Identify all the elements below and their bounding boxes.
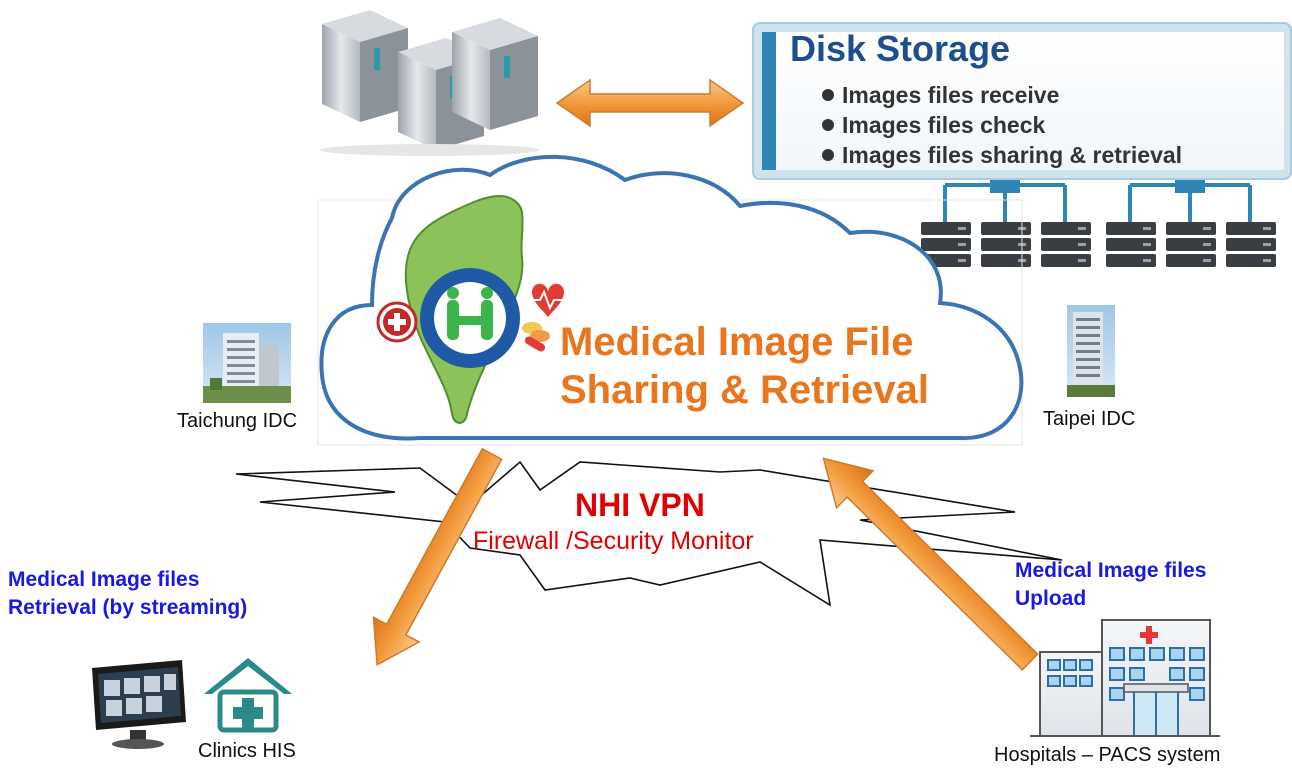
upload-arrow-icon — [822, 457, 1039, 671]
bullet-icon — [822, 119, 834, 131]
hospitals-pacs-label: Hospitals – PACS system — [994, 744, 1221, 766]
taipei-building-icon — [1067, 305, 1115, 397]
disk-storage-item-label: Images files sharing & retrieval — [842, 142, 1183, 168]
retrieval-arrow-icon — [372, 447, 503, 666]
disk-storage-item: Images files receive — [822, 80, 1182, 110]
disk-storage-panel: Disk Storage Images files receive Images… — [752, 22, 1292, 180]
clinics-his-label: Clinics HIS — [198, 740, 296, 762]
taichung-building-icon — [203, 323, 291, 403]
clinic-house-icon — [204, 658, 292, 733]
monitor-icon — [92, 660, 186, 749]
taipei-idc-label: Taipei IDC — [1043, 408, 1136, 430]
hospital-building-icon — [1030, 619, 1220, 737]
nhi-logo-icon — [376, 268, 564, 368]
retrieval-label-line2: Retrieval (by streaming) — [8, 596, 248, 619]
bullet-icon — [822, 89, 834, 101]
cloud-title: Medical Image File Sharing & Retrieval — [560, 318, 929, 414]
vpn-subtitle: Firewall /Security Monitor — [473, 527, 754, 555]
double-arrow-icon — [555, 78, 745, 128]
disk-storage-list: Images files receive Images files check … — [822, 80, 1182, 170]
disk-storage-item: Images files check — [822, 110, 1182, 140]
taichung-idc-label: Taichung IDC — [177, 410, 298, 432]
upload-label-line1: Medical Image files — [1015, 559, 1207, 582]
upload-label-line2: Upload — [1015, 587, 1087, 610]
storage-network-icon — [943, 168, 1252, 222]
disk-storage-item-label: Images files check — [842, 112, 1046, 138]
vpn-title: NHI VPN — [575, 487, 705, 523]
cloud-title-line1: Medical Image File — [560, 320, 914, 364]
storage-rack-icon — [921, 222, 1276, 267]
disk-storage-inner — [762, 32, 1284, 170]
disk-storage-item: Images files sharing & retrieval — [822, 140, 1182, 170]
retrieval-label: Medical Image files Retrieval (by stream… — [8, 566, 247, 622]
cloud-title-line2: Sharing & Retrieval — [560, 368, 930, 412]
retrieval-label-line1: Medical Image files — [8, 568, 200, 591]
server-cluster-icon — [320, 10, 540, 156]
disk-storage-item-label: Images files receive — [842, 82, 1060, 108]
disk-storage-title: Disk Storage — [790, 28, 1011, 69]
upload-label: Medical Image files Upload — [1015, 557, 1206, 613]
bullet-icon — [822, 149, 834, 161]
